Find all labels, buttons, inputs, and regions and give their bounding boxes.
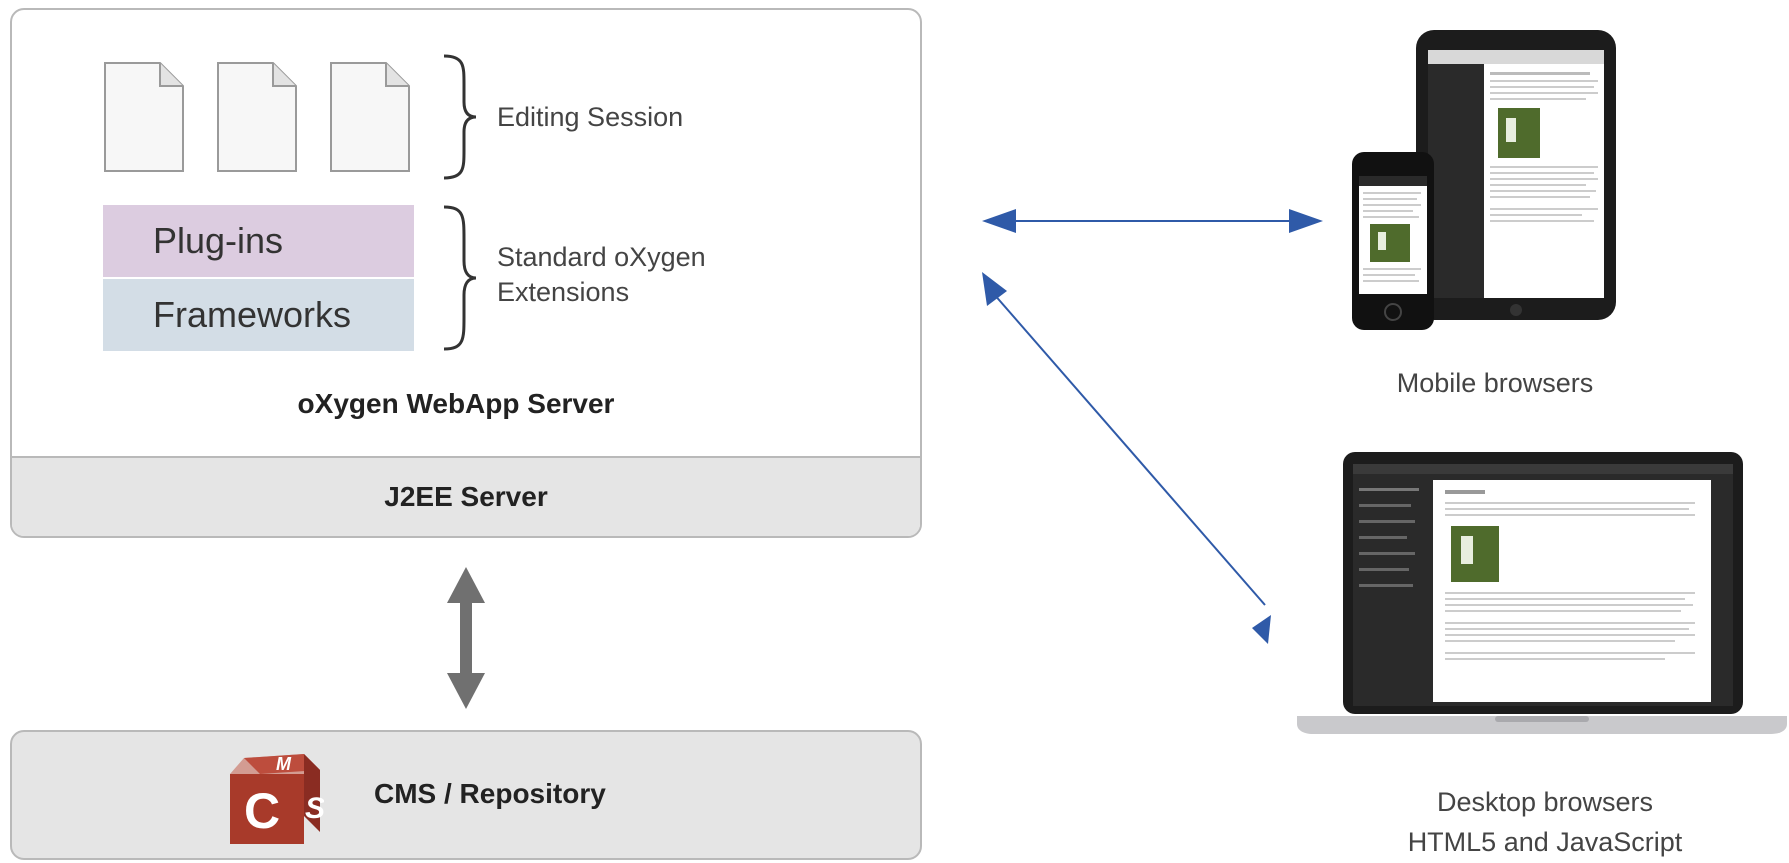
editing-session-label: Editing Session [497, 102, 684, 132]
desktop-browsers-line2: HTML5 and JavaScript [1407, 827, 1683, 857]
svg-text:C: C [244, 783, 280, 839]
frameworks-label: Frameworks [153, 294, 352, 335]
cms-repository-box [10, 730, 922, 860]
plugins-label: Plug-ins [153, 220, 284, 261]
document-icon [330, 62, 410, 172]
webapp-server-label: oXygen WebApp Server [297, 388, 615, 419]
document-icon [104, 62, 184, 172]
laptop-icon [1297, 452, 1787, 734]
desktop-browsers-line1: Desktop browsers [1436, 787, 1654, 817]
tablet-phone-icon [1352, 30, 1616, 330]
extensions-label: Standard oXygen Extensions [497, 240, 706, 310]
j2ee-server-band: J2EE Server [12, 456, 920, 536]
extensions-label-line2: Extensions [497, 277, 630, 307]
curly-brace-icon [443, 54, 477, 180]
j2ee-server-label: J2EE Server [384, 481, 548, 512]
cms-cube-icon: M C S [230, 754, 324, 844]
connection-arrows [982, 209, 1323, 644]
curly-brace-icon [443, 205, 477, 351]
extensions-label-line1: Standard oXygen [497, 242, 706, 272]
cms-repository-label: CMS / Repository [374, 778, 606, 809]
frameworks-layer: Frameworks [103, 279, 414, 351]
document-icon [217, 62, 297, 172]
plugins-layer: Plug-ins [103, 205, 414, 277]
mobile-browsers-label: Mobile browsers [1396, 368, 1594, 398]
desktop-browsers-label: Desktop browsers HTML5 and JavaScript [1340, 782, 1750, 862]
double-arrow-icon [447, 567, 485, 709]
svg-text:M: M [276, 754, 292, 774]
svg-text:S: S [305, 792, 324, 825]
